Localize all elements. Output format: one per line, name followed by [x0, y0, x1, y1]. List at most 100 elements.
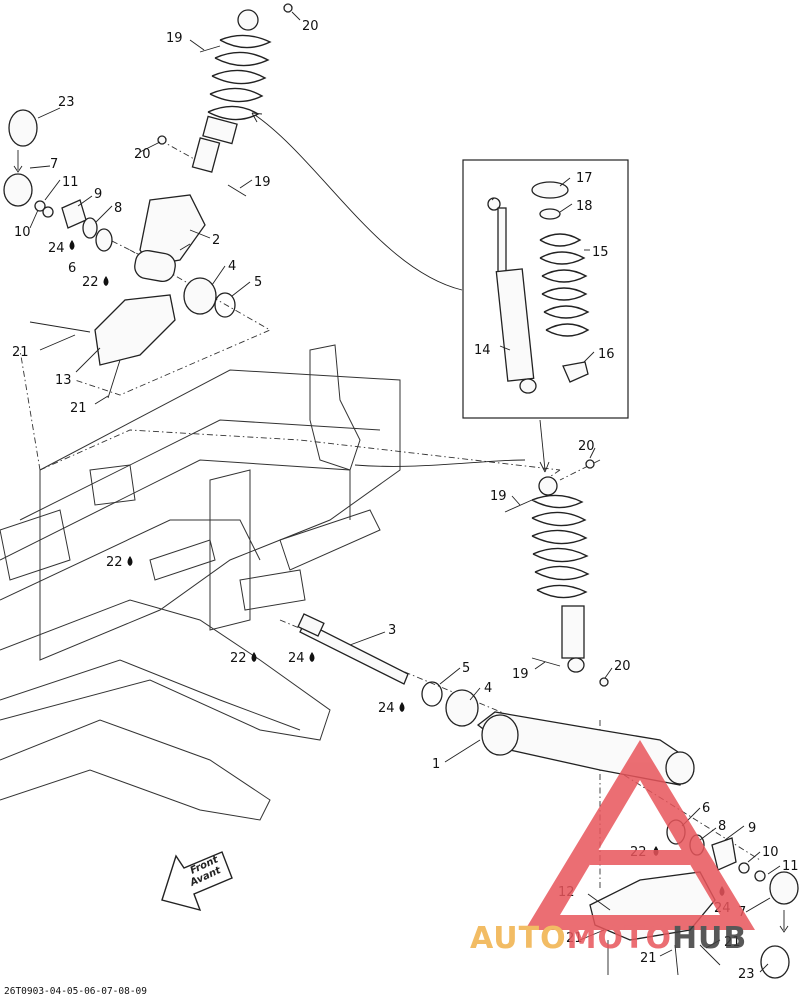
- collet-18: [539, 208, 561, 220]
- callout-14: 14: [474, 343, 491, 358]
- tie-21-bottom: [107, 359, 121, 399]
- strap-21-top: [29, 321, 91, 333]
- washer-11-lower: [754, 870, 766, 882]
- callout-4-top: 4: [228, 259, 236, 274]
- callout-9-lower: 9: [748, 821, 756, 836]
- nut-20-d: [599, 677, 609, 687]
- callout-22-b: 22: [106, 555, 123, 570]
- spring-cap-17: [531, 181, 569, 199]
- callout-20-a: 20: [302, 19, 319, 34]
- leader-lines: [13, 11, 789, 973]
- watermark-text: AUTOMOTOHUB: [470, 921, 747, 956]
- callout-20-b: 20: [134, 147, 151, 162]
- callout-24-a: 24: [48, 241, 65, 256]
- bracket-9-lower: [711, 837, 737, 871]
- snap-ring-5-top: [214, 292, 236, 318]
- nut-20-c: [585, 459, 595, 469]
- bracket-9-top: [61, 199, 87, 229]
- tie-21-lower-right: [699, 944, 721, 966]
- oil-drop-icon: [251, 652, 257, 662]
- callout-10-lower: 10: [762, 845, 779, 860]
- bushing-6-top: [95, 228, 113, 252]
- oil-drop-icon: [309, 652, 315, 662]
- vehicle-frame: [0, 344, 401, 821]
- cap-7-top: [3, 173, 33, 207]
- callout-4-lower: 4: [484, 681, 492, 696]
- spring-seat-16: [562, 361, 589, 383]
- bushing-8-top: [82, 217, 98, 239]
- tie-21-lower-mid: [674, 944, 679, 976]
- detail-arrows: [251, 112, 550, 473]
- callout-13: 13: [55, 373, 72, 388]
- callout-9-top: 9: [94, 187, 102, 202]
- callout-19-b: 19: [254, 175, 271, 190]
- cap-7-lower: [769, 871, 799, 905]
- callout-11-lower: 11: [782, 859, 799, 874]
- callout-11-top: 11: [62, 175, 79, 190]
- oil-drop-icon: [399, 702, 405, 712]
- callout-24-b: 24: [288, 651, 305, 666]
- callout-17: 17: [576, 171, 593, 186]
- front-direction-arrow: Front Avant: [161, 851, 233, 912]
- bolt-19-d: [531, 657, 561, 667]
- callout-21-c: 21: [566, 931, 583, 946]
- callout-8-lower: 8: [718, 819, 726, 834]
- watermark-triangle-icon: [525, 740, 755, 930]
- callout-5-top: 5: [254, 275, 262, 290]
- callout-16: 16: [598, 347, 615, 362]
- nut-10-lower: [738, 862, 750, 874]
- callout-23-lower: 23: [738, 967, 755, 982]
- lower-shock-assembly: [531, 476, 590, 673]
- swing-arm-2: [139, 194, 206, 266]
- callout-22-a: 22: [82, 275, 99, 290]
- callout-15: 15: [592, 245, 609, 260]
- callout-19-a: 19: [166, 31, 183, 46]
- callout-21-b: 21: [70, 401, 87, 416]
- seal-ring-23-top: [8, 109, 38, 147]
- washer-11-top: [42, 206, 54, 218]
- callout-22-c: 22: [230, 651, 247, 666]
- shock-absorber-14: [487, 197, 537, 394]
- callout-20-c: 20: [578, 439, 595, 454]
- callout-6-top: 6: [68, 261, 76, 276]
- callout-7-top: 7: [50, 157, 58, 172]
- callout-21-d: 21: [640, 951, 657, 966]
- callout-19-d: 19: [512, 667, 529, 682]
- upper-shock-assembly: [191, 9, 272, 173]
- callout-2: 2: [212, 233, 220, 248]
- callout-5-lower: 5: [462, 661, 470, 676]
- sleeve-pivot-top: [134, 249, 176, 283]
- callout-21-a: 21: [12, 345, 29, 360]
- drive-shaft-3: [297, 613, 409, 685]
- watermark-moto: MOTO: [567, 921, 672, 956]
- callout-20-d: 20: [614, 659, 631, 674]
- callout-23-top: 23: [58, 95, 75, 110]
- oil-drop-icon: [127, 556, 133, 566]
- callout-labels: 1 2 3 4 4 5 5 6 6 7 7 8 8 9 9 10 10 11 1…: [12, 19, 799, 982]
- callout-18: 18: [576, 199, 593, 214]
- seal-ring-23-lower: [760, 945, 790, 979]
- callout-8-top: 8: [114, 201, 122, 216]
- watermark-auto: AUTO: [470, 921, 567, 956]
- bearing-4-lower: [445, 689, 479, 727]
- callout-10-top: 10: [14, 225, 31, 240]
- diagram-code: 26T0903-04-05-06-07-08-09: [4, 986, 147, 997]
- spring-15: [539, 233, 590, 337]
- oil-drop-icon: [103, 276, 109, 286]
- watermark-logo: AUTOMOTOHUB: [470, 740, 755, 956]
- callout-3: 3: [388, 623, 396, 638]
- callout-1: 1: [432, 757, 440, 772]
- watermark-hub: HUB: [672, 921, 747, 956]
- snap-ring-5-lower: [421, 681, 443, 707]
- guard-13: [94, 294, 176, 366]
- oil-drop-icon: [69, 240, 75, 250]
- nut-10-top: [34, 200, 46, 212]
- callout-24-c: 24: [378, 701, 395, 716]
- lower-arm-1: [476, 711, 695, 786]
- bearing-4-top: [183, 277, 217, 315]
- nut-20-a: [283, 3, 293, 13]
- callout-19-c: 19: [490, 489, 507, 504]
- bolt-19-c: [504, 499, 533, 513]
- bolt-19-b: [227, 184, 247, 197]
